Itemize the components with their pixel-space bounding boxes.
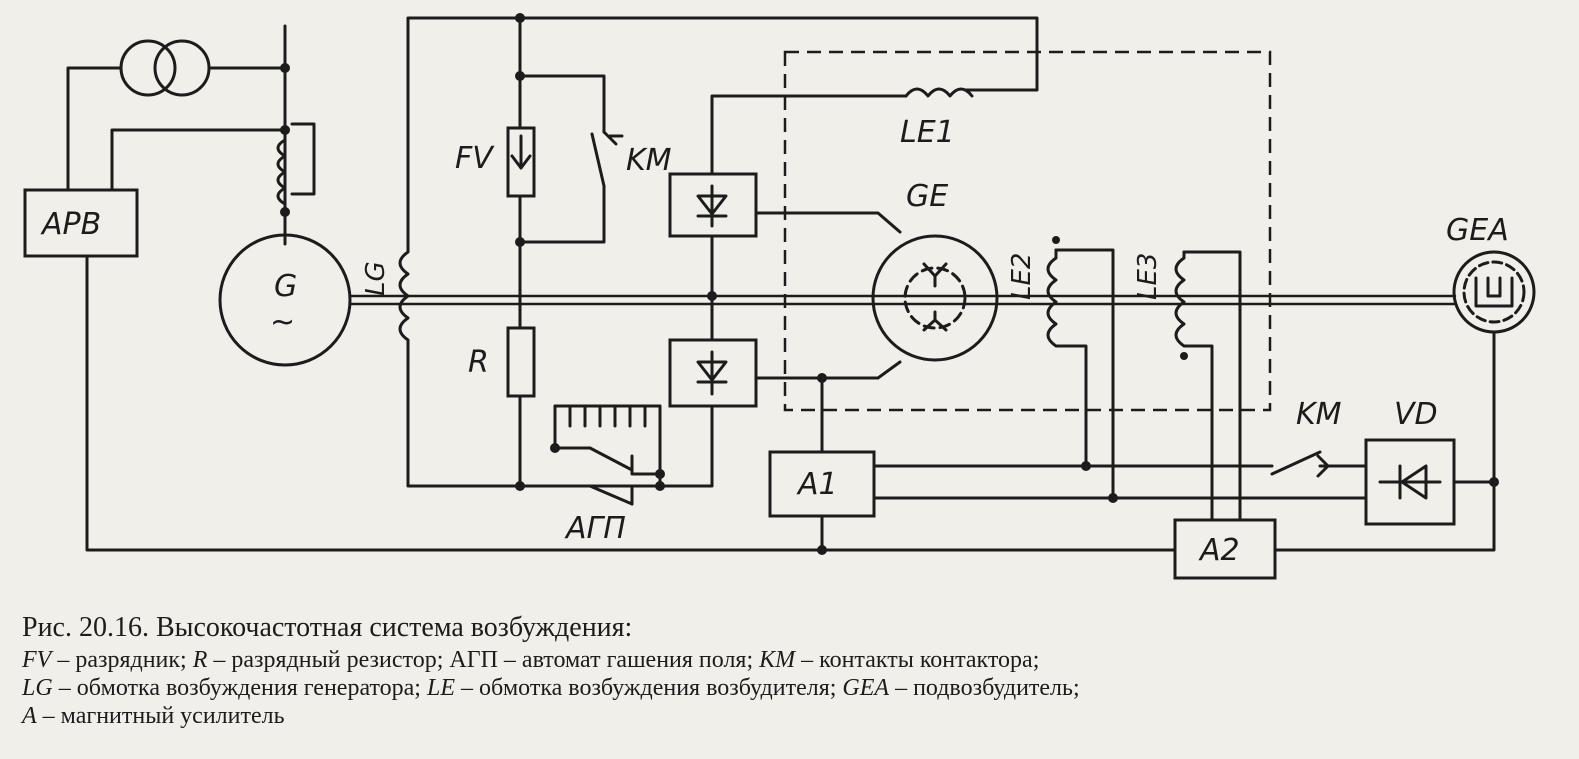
legend-term: A bbox=[22, 703, 37, 729]
caption-legend-line-3: A – магнитный усилитель bbox=[22, 702, 1562, 730]
legend-term: АГП bbox=[449, 647, 498, 673]
legend-text: – разрядник; bbox=[51, 647, 193, 673]
legend-term: LE bbox=[426, 675, 455, 701]
a2-label: A2 bbox=[1198, 533, 1240, 568]
le3-winding bbox=[1174, 250, 1242, 522]
r-label: R bbox=[468, 345, 489, 380]
le3-label: LE3 bbox=[1133, 253, 1163, 300]
legend-term: R bbox=[192, 647, 208, 673]
le2-winding bbox=[1046, 236, 1115, 500]
caption-legend-line-1: FV – разрядник; R – разрядный резистор; … bbox=[22, 646, 1562, 674]
km-contact-top bbox=[590, 130, 624, 188]
r-resistor bbox=[506, 326, 536, 398]
km-bottom-label: KM bbox=[1296, 397, 1342, 432]
le1-winding bbox=[904, 87, 974, 98]
agp-field-breaker bbox=[553, 404, 662, 506]
legend-text: – контакты контактора; bbox=[795, 647, 1040, 673]
transformer-icon bbox=[119, 39, 211, 97]
lg-winding bbox=[398, 238, 410, 364]
legend-text: – подвозбудитель; bbox=[889, 675, 1080, 701]
legend-term: LG bbox=[22, 675, 53, 701]
legend-text: – обмотка возбуждения возбудителя; bbox=[455, 675, 843, 701]
generator-g bbox=[218, 233, 352, 367]
figure-caption: Рис. 20.16. Высокочастотная система возб… bbox=[22, 614, 1562, 730]
rectifier-upper bbox=[668, 172, 758, 238]
generator-g-label: G bbox=[274, 269, 297, 304]
agp-label: АГП bbox=[564, 511, 626, 546]
rectifier-lower bbox=[668, 338, 758, 408]
rectifier-ge-wiring bbox=[754, 211, 902, 380]
legend-text: – обмотка возбуждения генератора; bbox=[52, 675, 427, 701]
legend-text: – автомат гашения поля; bbox=[497, 647, 760, 673]
a1-label: A1 bbox=[796, 467, 838, 502]
caption-title: Рис. 20.16. Высокочастотная система возб… bbox=[22, 612, 633, 643]
diode-icon bbox=[1378, 464, 1442, 500]
le2-label: LE2 bbox=[1007, 253, 1037, 300]
star-winding-icon bbox=[922, 262, 948, 288]
exciter-enclosure bbox=[783, 50, 1272, 412]
generator-g-ac-symbol: ~ bbox=[270, 305, 295, 340]
ge-rotor bbox=[903, 266, 967, 330]
junction-dots bbox=[280, 13, 1499, 555]
star-winding-icon bbox=[922, 310, 948, 332]
vd-label: VD bbox=[1394, 397, 1438, 432]
km-contact-bottom bbox=[1316, 454, 1330, 478]
gea-label: GEA bbox=[1446, 213, 1509, 248]
lg-label: LG bbox=[361, 261, 391, 296]
km-top-label: KM bbox=[626, 143, 672, 178]
gea-subexciter bbox=[1452, 250, 1536, 334]
diode-icon bbox=[696, 350, 728, 396]
legend-term: GEA bbox=[842, 675, 890, 701]
apv-label: АРВ bbox=[40, 207, 101, 242]
fv-arrester bbox=[506, 126, 536, 198]
a2-amplifier bbox=[1173, 518, 1277, 580]
arrester-arrow-icon bbox=[510, 134, 532, 170]
vd-rectifier bbox=[1364, 438, 1456, 526]
caption-legend-line-2: LG – обмотка возбуждения генератора; LE … bbox=[22, 674, 1562, 702]
legend-term: FV bbox=[22, 647, 52, 673]
le1-label: LE1 bbox=[900, 115, 955, 150]
a1-amplifier bbox=[768, 450, 876, 518]
ge-exciter bbox=[871, 234, 999, 362]
diode-icon bbox=[696, 184, 728, 228]
legend-term: KM bbox=[759, 647, 796, 673]
excitation-system-diagram: АРВ G ~ LG FV KM R bbox=[23, 13, 1536, 580]
current-transformer-icon bbox=[276, 122, 316, 206]
ge-label: GE bbox=[906, 179, 948, 214]
excitation-wiring bbox=[406, 16, 1039, 488]
legend-text: – разрядный резистор; bbox=[207, 647, 450, 673]
legend-text: – магнитный усилитель bbox=[36, 703, 285, 729]
fv-label: FV bbox=[455, 141, 495, 176]
shaft bbox=[348, 294, 1457, 306]
apv-regulator bbox=[23, 188, 139, 258]
